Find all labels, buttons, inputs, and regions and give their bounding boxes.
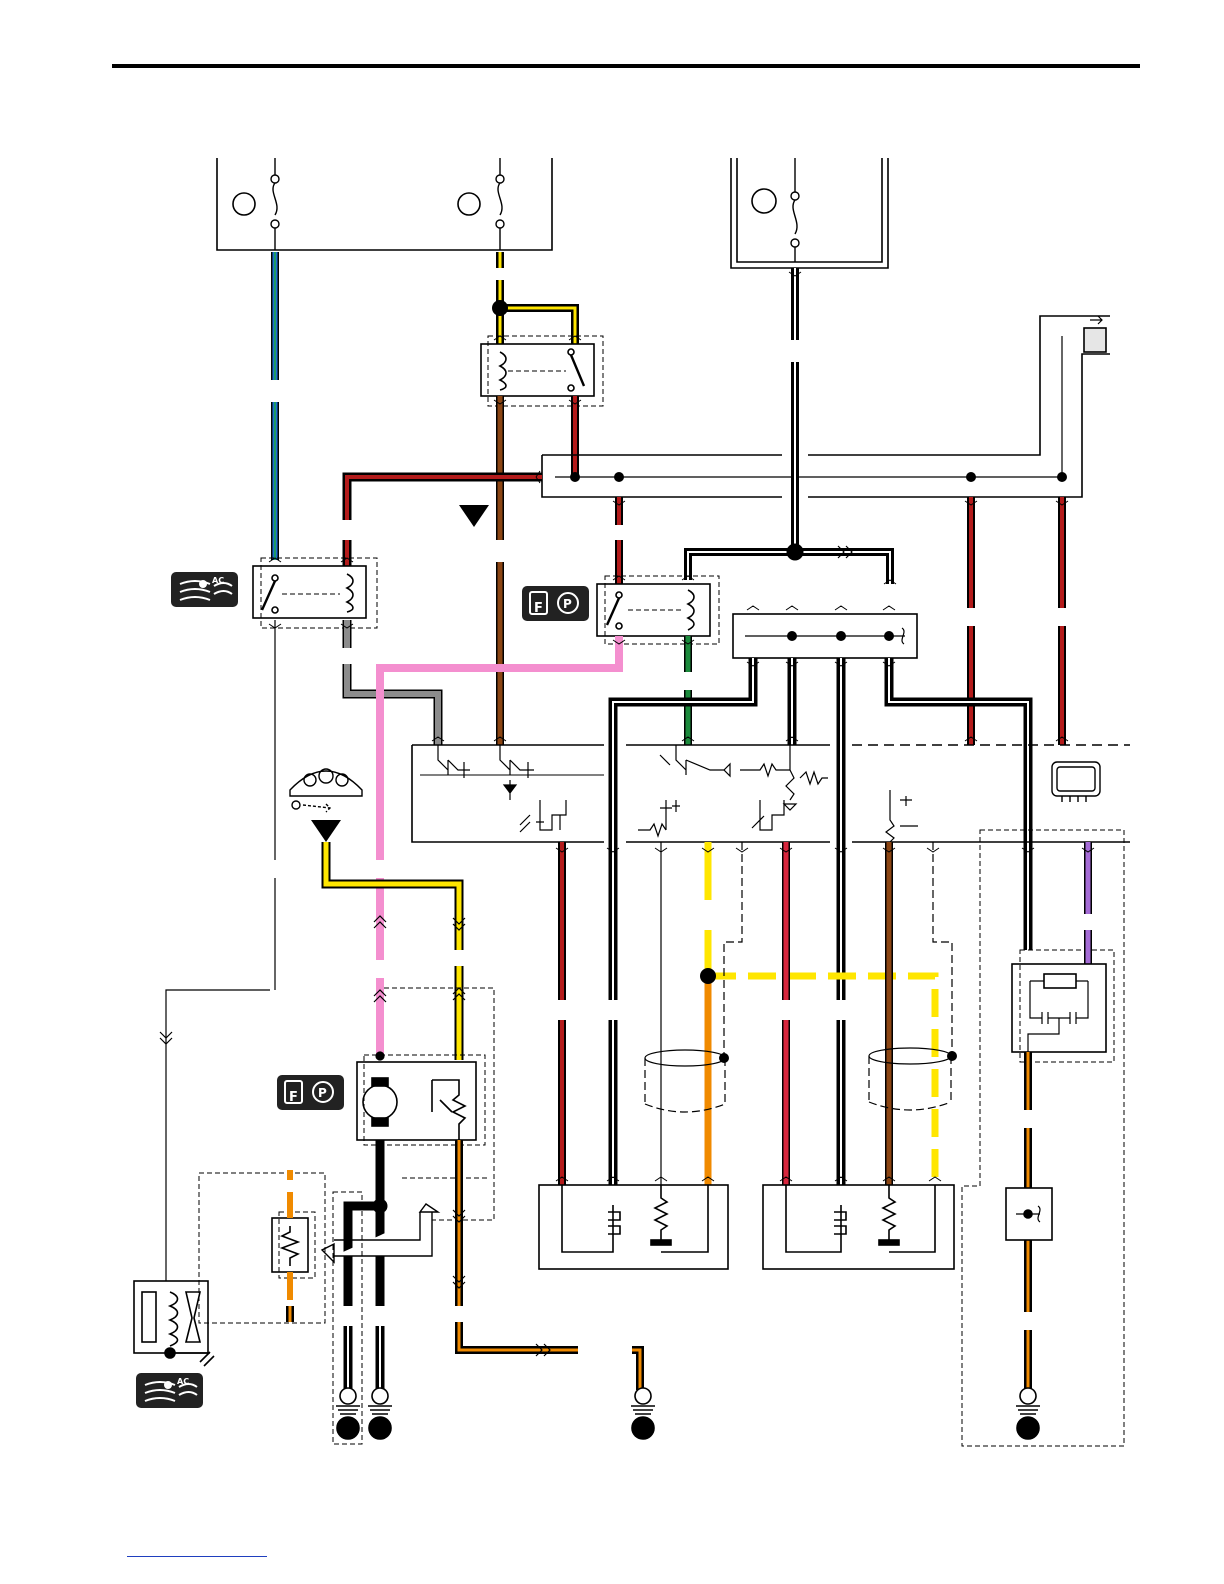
junction-node (787, 631, 797, 641)
wire-black-motor (348, 1140, 387, 1390)
junction-bus (542, 316, 1110, 497)
ecm-transistor-icon (438, 745, 918, 842)
connector-marker-icon (459, 505, 489, 527)
fuse-box-right (731, 158, 888, 268)
bus-node (1057, 472, 1067, 482)
dashed-shield-right (962, 830, 1124, 1446)
shield-node (947, 1051, 957, 1061)
bus-node (570, 472, 580, 482)
fuse-2-icon (496, 158, 504, 250)
main-relay (481, 336, 603, 406)
pump-badge-label: P (318, 1086, 327, 1100)
junction-node (884, 631, 894, 641)
ac-badge-label: AC (212, 576, 224, 585)
fuel-badge-label: F (534, 601, 543, 616)
connector-marker-icon (311, 820, 341, 842)
wire-thin-ac (160, 620, 275, 1281)
sensor-block-1 (539, 1185, 728, 1269)
ground-icon (631, 1388, 655, 1439)
bus-node (614, 472, 624, 482)
ecm-icon (1052, 762, 1100, 802)
air-conditioning-badge-icon: AC (171, 572, 238, 607)
wire-black-yellow (492, 252, 575, 344)
ac-relay (253, 558, 377, 628)
bus-node (966, 472, 976, 482)
wire-black-fuse3 (688, 268, 890, 584)
pump-badge-label: P (563, 597, 572, 611)
air-conditioning-badge-icon: AC (136, 1373, 203, 1408)
dashed-shield-left (384, 988, 494, 1220)
fuse-3-icon (791, 158, 799, 262)
ground-icon (336, 1388, 360, 1439)
ecm-module (412, 745, 1130, 842)
fuel-pump-badge-icon: F P (522, 586, 589, 621)
wire-gray (347, 620, 438, 745)
ac-badge-label: AC (177, 1377, 189, 1386)
junction-node (836, 631, 846, 641)
ac-compressor-clutch (134, 1281, 214, 1366)
sensor-block-2 (763, 1185, 954, 1269)
fuel-pump-relay (597, 576, 719, 644)
wire-yellow-black (326, 842, 465, 1060)
ground-icon (1016, 1388, 1040, 1439)
wire-yellow-sensor (700, 842, 935, 1185)
splice-connector (1006, 1188, 1052, 1240)
wire-dark-red-right (971, 497, 1062, 745)
fuel-badge-label: F (289, 1090, 298, 1105)
ground-icon (368, 1388, 392, 1439)
shield-cylinder-1 (645, 1050, 725, 1112)
fuel-sensor-resistor (199, 1173, 325, 1323)
fuse-1-icon (271, 158, 279, 250)
fuel-pump-motor (357, 1055, 485, 1145)
wire-black-junction (613, 658, 1028, 1185)
shield-cylinder-2 (869, 1048, 951, 1110)
footer-link-underline[interactable] (127, 1556, 267, 1557)
fuel-pump-badge-icon: F P (277, 1075, 344, 1110)
noise-filter-module (1012, 964, 1106, 1052)
wire-dark-red-ac (347, 477, 542, 566)
instrument-cluster-icon (290, 769, 362, 812)
